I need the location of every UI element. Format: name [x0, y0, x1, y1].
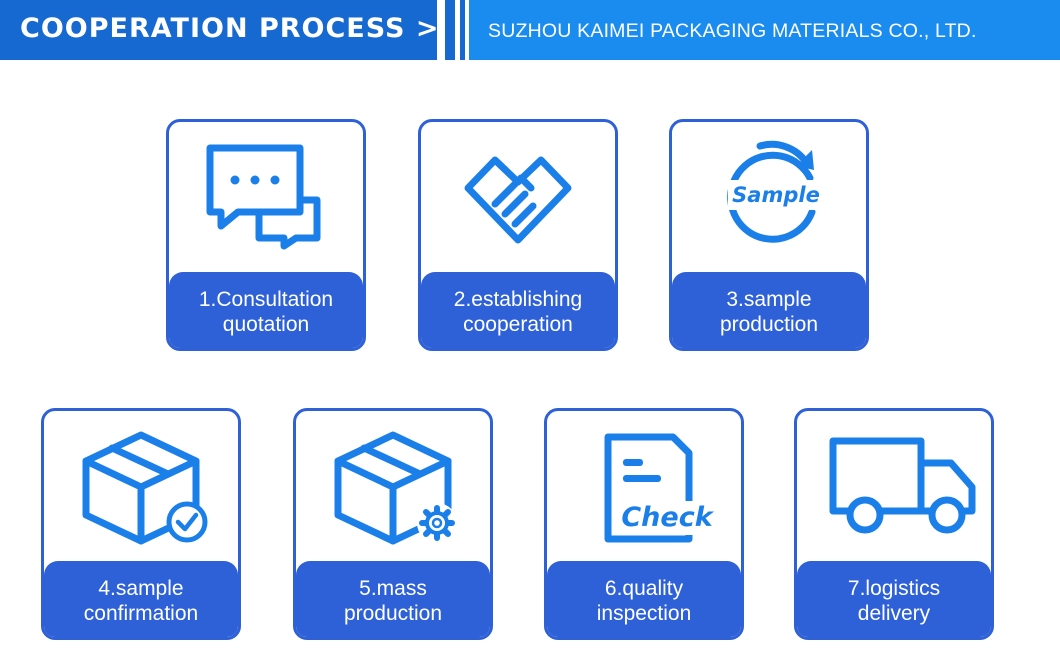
page-title: COOPERATION PROCESS >> — [20, 13, 464, 44]
header-stripe — [455, 0, 460, 60]
check-icon-text: Check — [621, 502, 714, 533]
handshake-heart-icon — [421, 122, 615, 274]
truck-icon — [797, 411, 991, 563]
header-stripe — [460, 0, 465, 60]
sample-icon-text: Sample — [732, 183, 820, 207]
header-stripe — [465, 0, 469, 60]
header-stripe — [437, 0, 445, 60]
company-name: SUZHOU KAIMEI PACKAGING MATERIALS CO., L… — [488, 20, 977, 42]
check-document-icon: Check — [547, 411, 741, 563]
header-bar: COOPERATION PROCESS >> SUZHOU KAIMEI PAC… — [0, 0, 1060, 60]
chat-icon — [169, 122, 363, 274]
header-stripe — [445, 0, 455, 60]
header-title-block: COOPERATION PROCESS >> — [0, 0, 462, 60]
box-gear-icon — [296, 411, 490, 563]
box-check-icon — [44, 411, 238, 563]
sample-cycle-icon: Sample — [672, 122, 866, 274]
